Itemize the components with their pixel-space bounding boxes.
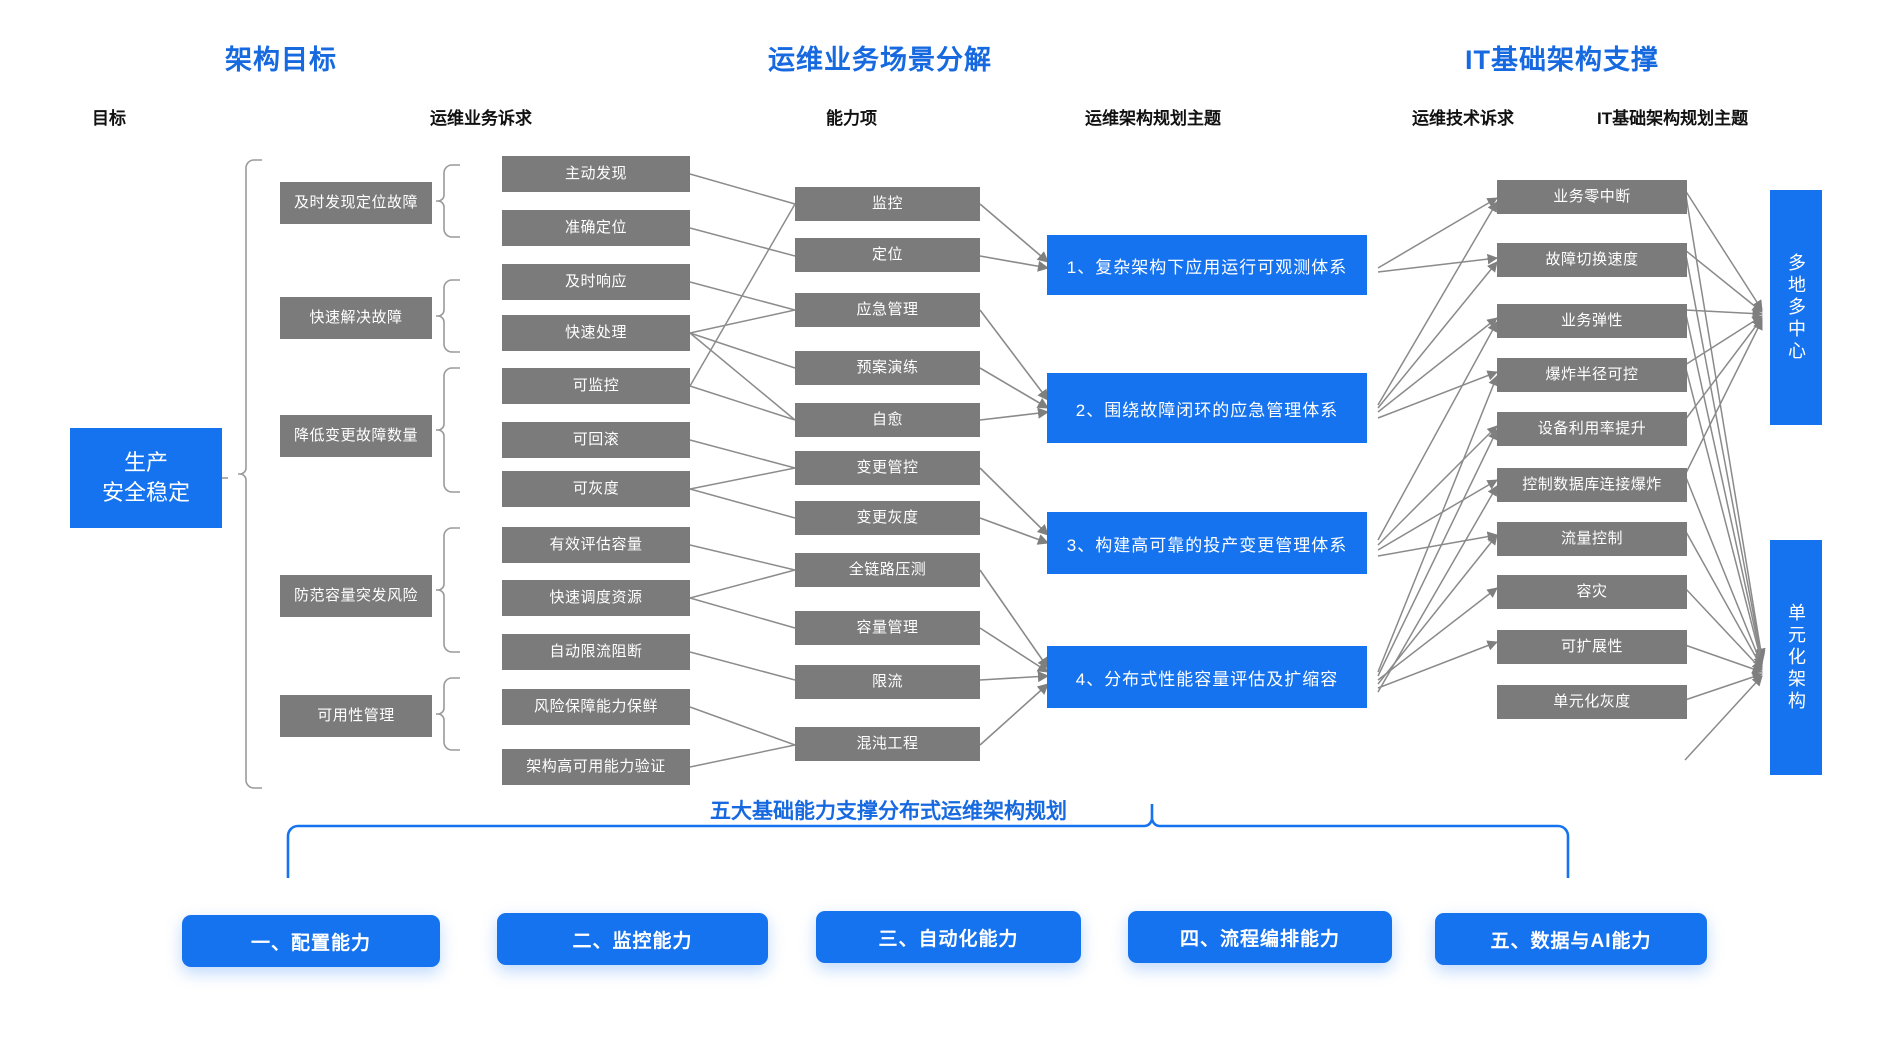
section-title-it-infra: IT基础架构支撑: [1465, 45, 1659, 75]
tech-demand-box-7[interactable]: 容灾: [1497, 575, 1687, 609]
ops-demand-box-2[interactable]: 降低变更故障数量: [280, 415, 432, 457]
section-title-ops-scene: 运维业务场景分解: [768, 45, 992, 75]
it-theme-label-0: 多地多中心: [1786, 252, 1806, 363]
column-header-it-arch-theme: IT基础架构规划主题: [1597, 109, 1749, 128]
base-capability-0[interactable]: 一、配置能力: [182, 915, 440, 967]
base-capability-1[interactable]: 二、监控能力: [497, 913, 768, 965]
tech-demand-box-4[interactable]: 设备利用率提升: [1497, 412, 1687, 446]
tech-demand-box-9[interactable]: 单元化灰度: [1497, 685, 1687, 719]
sub-demand-box-8[interactable]: 快速调度资源: [502, 580, 690, 616]
tech-demand-box-5[interactable]: 控制数据库连接爆炸: [1497, 468, 1687, 502]
tech-demand-box-6[interactable]: 流量控制: [1497, 522, 1687, 556]
tech-demand-box-2[interactable]: 业务弹性: [1497, 304, 1687, 338]
sub-demand-box-2[interactable]: 及时响应: [502, 264, 690, 300]
sub-demand-box-10[interactable]: 风险保障能力保鲜: [502, 689, 690, 725]
capability-box-3[interactable]: 预案演练: [795, 351, 980, 385]
sub-demand-box-0[interactable]: 主动发现: [502, 156, 690, 192]
arch-theme-box-3[interactable]: 4、分布式性能容量评估及扩缩容: [1047, 646, 1367, 708]
capability-box-10[interactable]: 混沌工程: [795, 727, 980, 761]
sub-demand-box-1[interactable]: 准确定位: [502, 210, 690, 246]
sub-demand-box-9[interactable]: 自动限流阻断: [502, 634, 690, 670]
base-capability-3[interactable]: 四、流程编排能力: [1128, 911, 1392, 963]
sub-demand-box-4[interactable]: 可监控: [502, 368, 690, 404]
tech-demand-box-3[interactable]: 爆炸半径可控: [1497, 358, 1687, 392]
sub-demand-box-6[interactable]: 可灰度: [502, 471, 690, 507]
goal-box[interactable]: 生产 安全稳定: [70, 428, 222, 528]
capability-box-4[interactable]: 自愈: [795, 403, 980, 437]
capability-box-5[interactable]: 变更管控: [795, 451, 980, 485]
capability-box-8[interactable]: 容量管理: [795, 611, 980, 645]
capability-box-0[interactable]: 监控: [795, 187, 980, 221]
section-title-arch-goal: 架构目标: [225, 45, 337, 75]
column-header-goal: 目标: [92, 109, 126, 128]
arch-theme-box-0[interactable]: 1、复杂架构下应用运行可观测体系: [1047, 235, 1367, 295]
base-capability-2[interactable]: 三、自动化能力: [816, 911, 1081, 963]
column-header-ops-demand: 运维业务诉求: [430, 109, 532, 128]
sub-demand-box-7[interactable]: 有效评估容量: [502, 527, 690, 563]
column-header-ops-arch-theme: 运维架构规划主题: [1085, 109, 1221, 128]
ops-demand-box-3[interactable]: 防范容量突发风险: [280, 575, 432, 617]
tech-demand-box-0[interactable]: 业务零中断: [1497, 180, 1687, 214]
tech-demand-box-1[interactable]: 故障切换速度: [1497, 243, 1687, 277]
ops-demand-box-0[interactable]: 及时发现定位故障: [280, 182, 432, 224]
bottom-section-title: 五大基础能力支撑分布式运维架构规划: [710, 800, 1067, 823]
capability-box-7[interactable]: 全链路压测: [795, 553, 980, 587]
capability-box-9[interactable]: 限流: [795, 665, 980, 699]
sub-demand-box-11[interactable]: 架构高可用能力验证: [502, 749, 690, 785]
capability-box-1[interactable]: 定位: [795, 238, 980, 272]
arch-theme-box-1[interactable]: 2、围绕故障闭环的应急管理体系: [1047, 373, 1367, 443]
arch-theme-box-2[interactable]: 3、构建高可靠的投产变更管理体系: [1047, 512, 1367, 574]
column-header-tech-demand: 运维技术诉求: [1412, 109, 1514, 128]
tech-demand-box-8[interactable]: 可扩展性: [1497, 630, 1687, 664]
ops-demand-box-1[interactable]: 快速解决故障: [280, 297, 432, 339]
it-theme-label-1: 单元化架构: [1786, 602, 1806, 713]
sub-demand-box-3[interactable]: 快速处理: [502, 315, 690, 351]
base-capability-4[interactable]: 五、数据与AI能力: [1435, 913, 1707, 965]
it-theme-box-1[interactable]: 单元化架构: [1770, 540, 1822, 775]
ops-demand-box-4[interactable]: 可用性管理: [280, 695, 432, 737]
capability-box-6[interactable]: 变更灰度: [795, 501, 980, 535]
sub-demand-box-5[interactable]: 可回滚: [502, 422, 690, 458]
it-theme-box-0[interactable]: 多地多中心: [1770, 190, 1822, 425]
capability-box-2[interactable]: 应急管理: [795, 293, 980, 327]
column-header-capability: 能力项: [826, 109, 877, 128]
